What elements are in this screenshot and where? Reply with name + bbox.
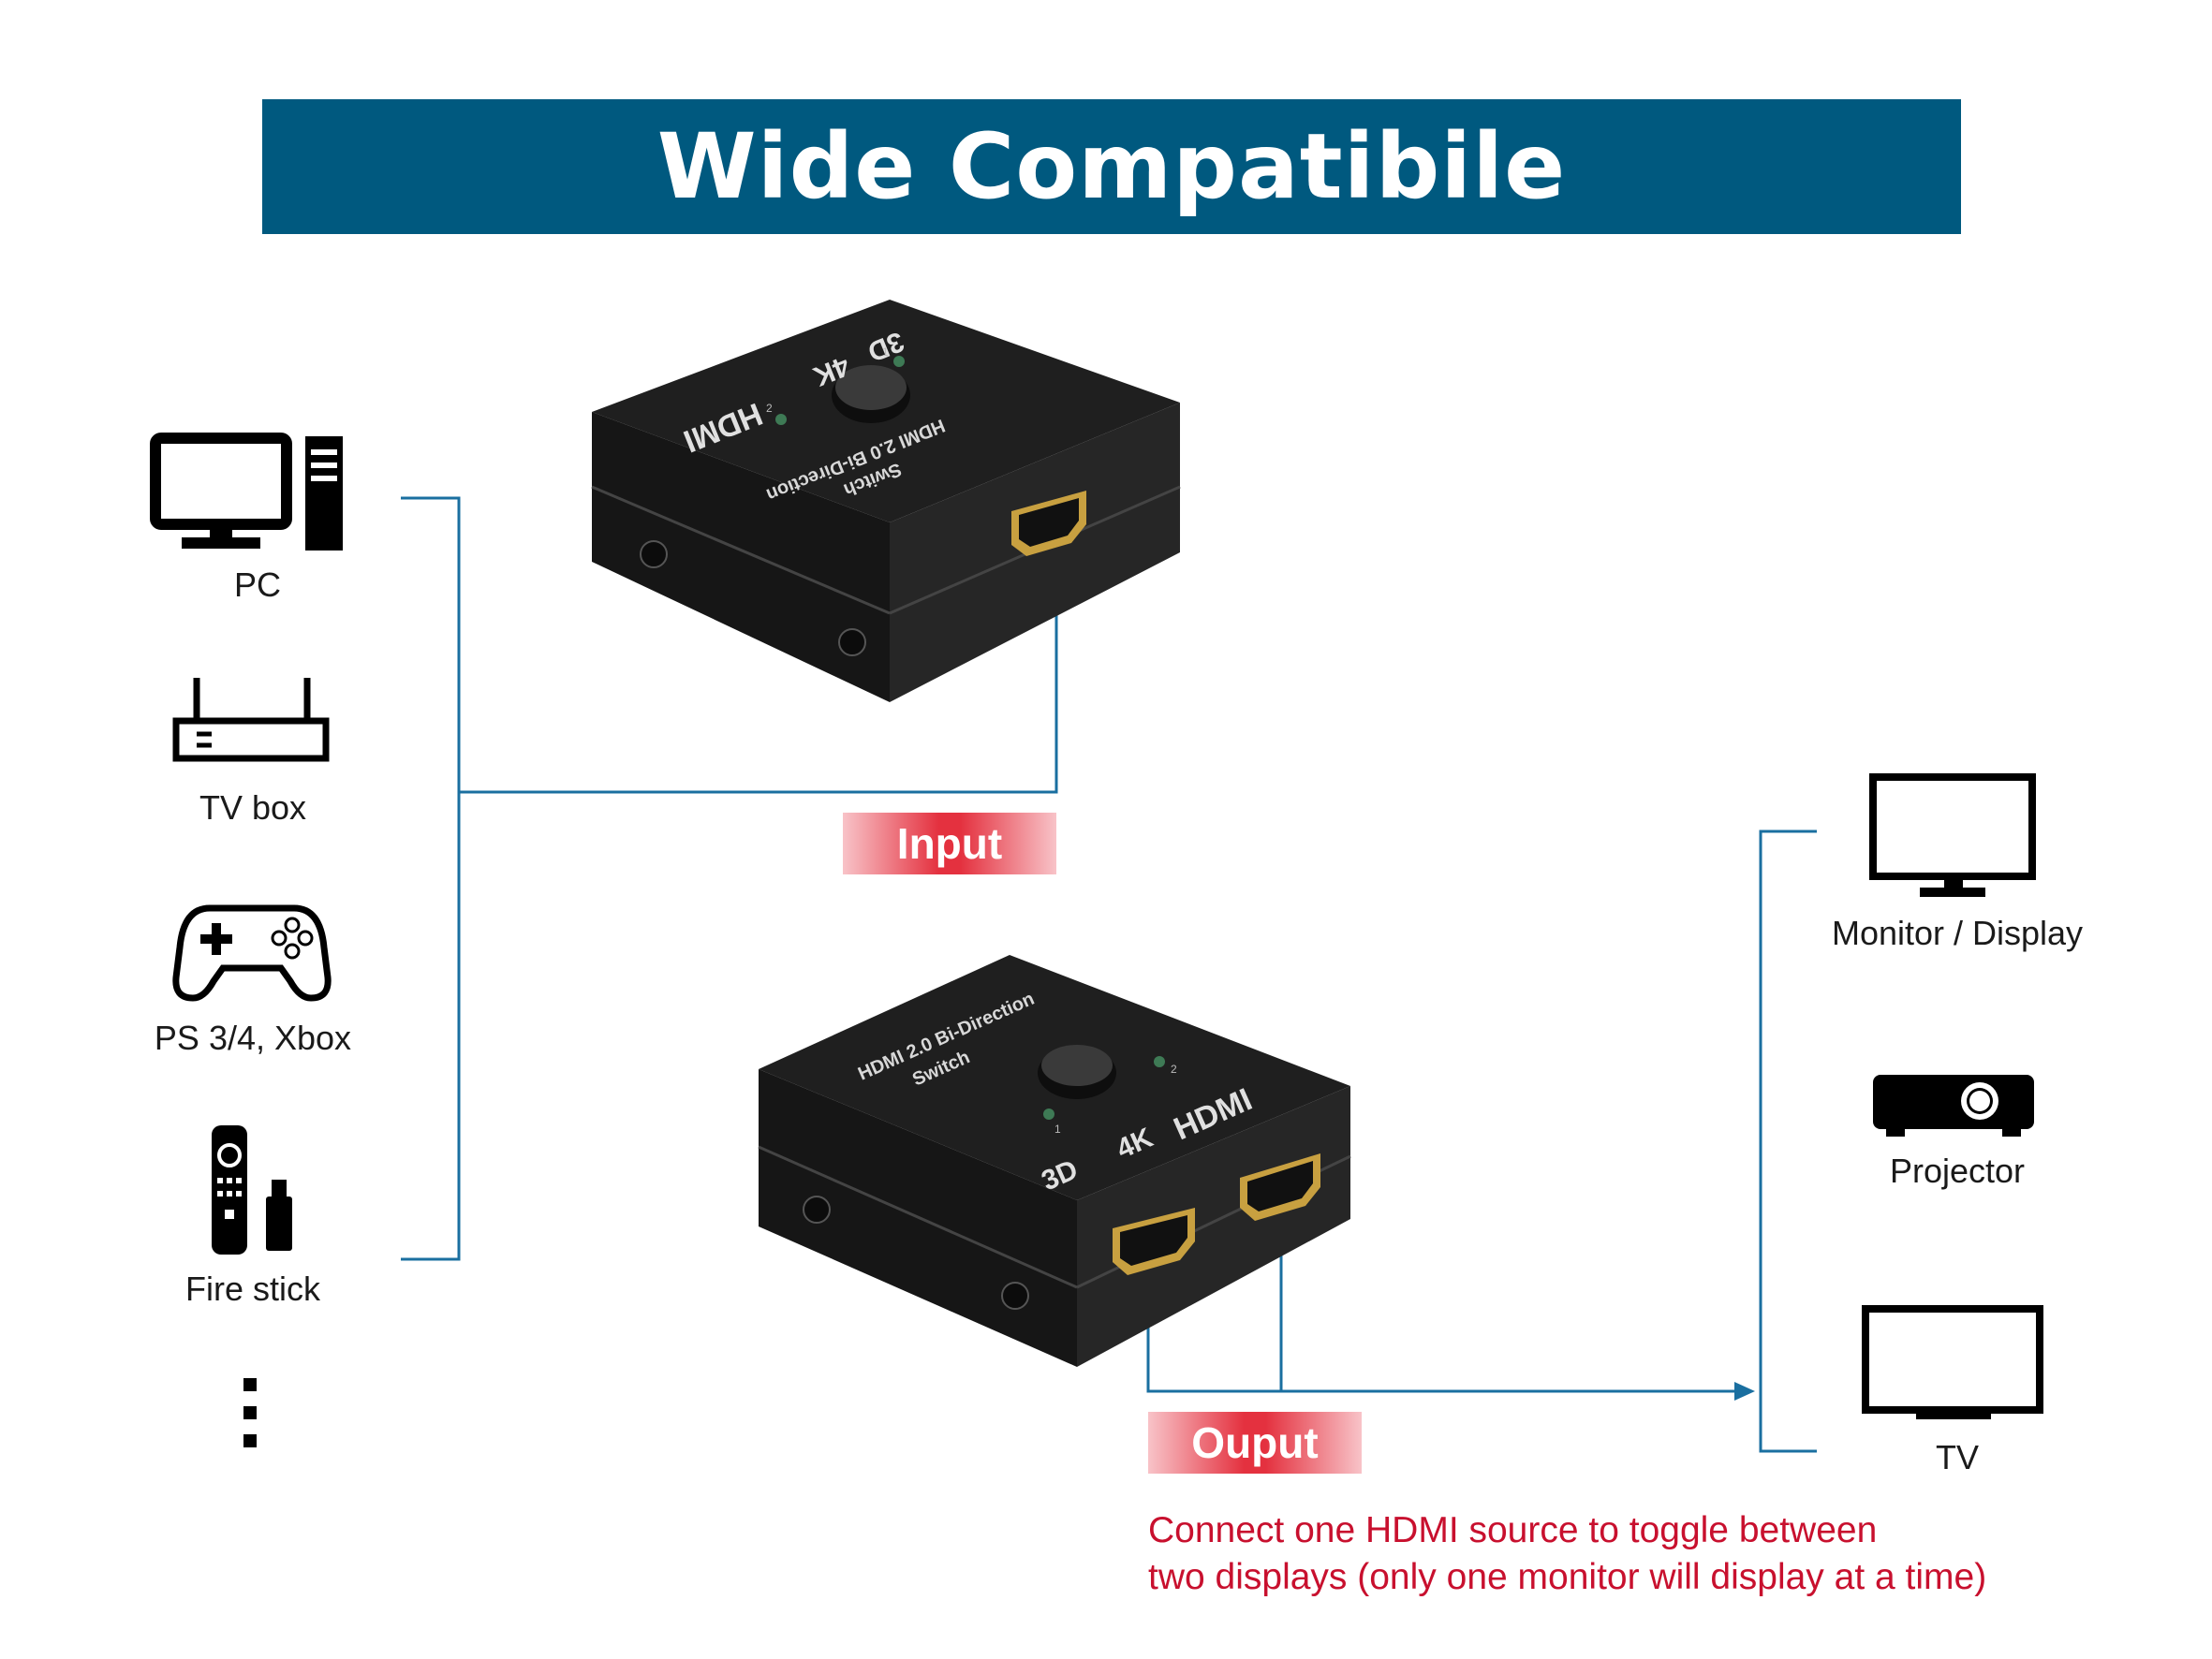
display-label-monitor: Monitor / Display [1831,914,2084,952]
projector-icon [1873,1075,2034,1137]
source-label-fire-stick: Fire stick [185,1270,320,1308]
tv-icon [1862,1305,2043,1419]
usage-note-line-1: Connect one HDMI source to toggle betwee… [1148,1510,1878,1550]
display-label-tv: TV [1935,1438,1979,1476]
switch-device-bottom: HDMI 2.0 Bi-Direction Switch HDMI 4K 3D … [758,955,1351,1367]
source-label-tv-box: TV box [199,788,307,827]
source-label-pc: PC [233,565,281,604]
switch-device-top: HDMI 2.0 Bi-Direction Switch HDMI 4K 3D … [591,300,1181,702]
output-tag-text: Ouput [1191,1418,1319,1467]
device2-led-2-label: 2 [1171,1063,1177,1076]
input-cable-line [459,560,1058,794]
display-bracket-line [1759,830,1817,1453]
device-led-2-label: 2 [766,402,773,415]
usage-note-line-2: two displays (only one monitor will disp… [1148,1557,1987,1597]
monitor-icon [1869,773,2036,897]
output-tag: Ouput [1148,1412,1362,1474]
arrow-head [1734,1382,1755,1401]
usage-note: Connect one HDMI source to toggle betwee… [1148,1507,1986,1601]
source-bracket-line [401,496,461,1261]
device-led-1-label: 1 [882,345,889,359]
input-tag-text: Input [896,819,1003,868]
title-banner: Wide Compatibile [262,99,1961,234]
source-label-console: PS 3/4, Xbox [154,1019,352,1057]
more-icon [243,1378,257,1447]
input-tag: Input [843,813,1056,874]
gamepad-icon [172,904,332,1002]
tv-box-icon [172,678,330,762]
fire-stick-icon [212,1125,292,1255]
page-title: Wide Compatibile [656,114,1567,219]
pc-icon [150,433,343,551]
display-label-projector: Projector [1889,1152,2026,1190]
device2-led-1-label: 1 [1054,1123,1061,1136]
